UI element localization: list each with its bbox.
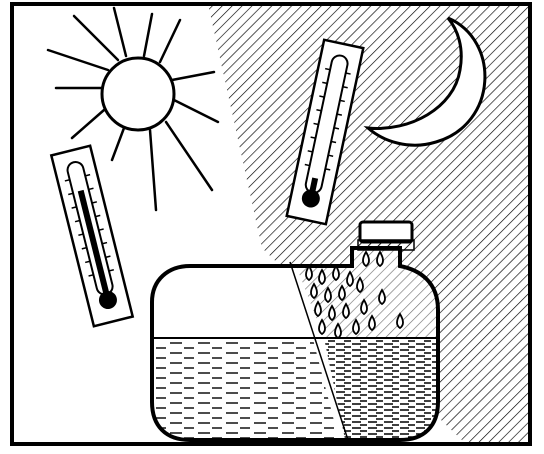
jar-lid (360, 222, 412, 242)
